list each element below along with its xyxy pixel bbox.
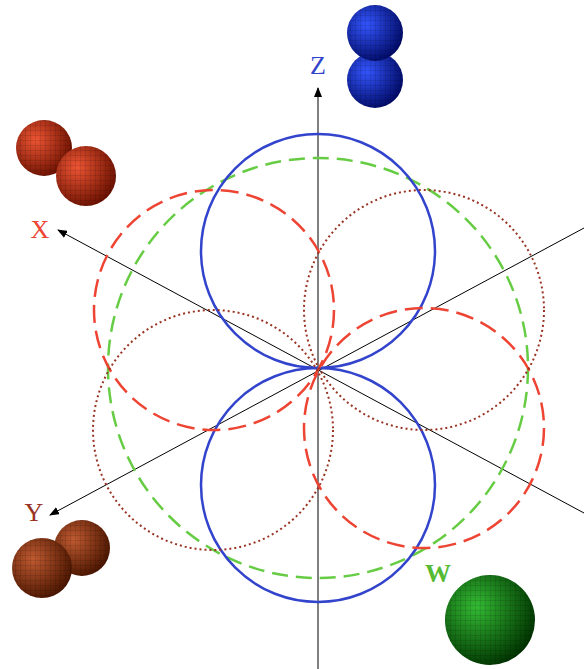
axis-label-y: Y: [25, 500, 44, 526]
z-orbital-icon: [347, 5, 403, 108]
axis-label-z: Z: [310, 53, 326, 79]
y-lobe: [304, 190, 544, 430]
y-orbital-icon: [12, 520, 110, 598]
x-lobe: [304, 308, 544, 548]
z-axis: [318, 88, 319, 669]
x-axis: [58, 230, 584, 513]
y-lobe: [93, 310, 333, 550]
x-orbital-icon: [16, 120, 116, 206]
axis-label-x: X: [31, 217, 50, 243]
axis-label-w: W: [425, 561, 451, 587]
w-orbital-icon: [445, 575, 535, 665]
